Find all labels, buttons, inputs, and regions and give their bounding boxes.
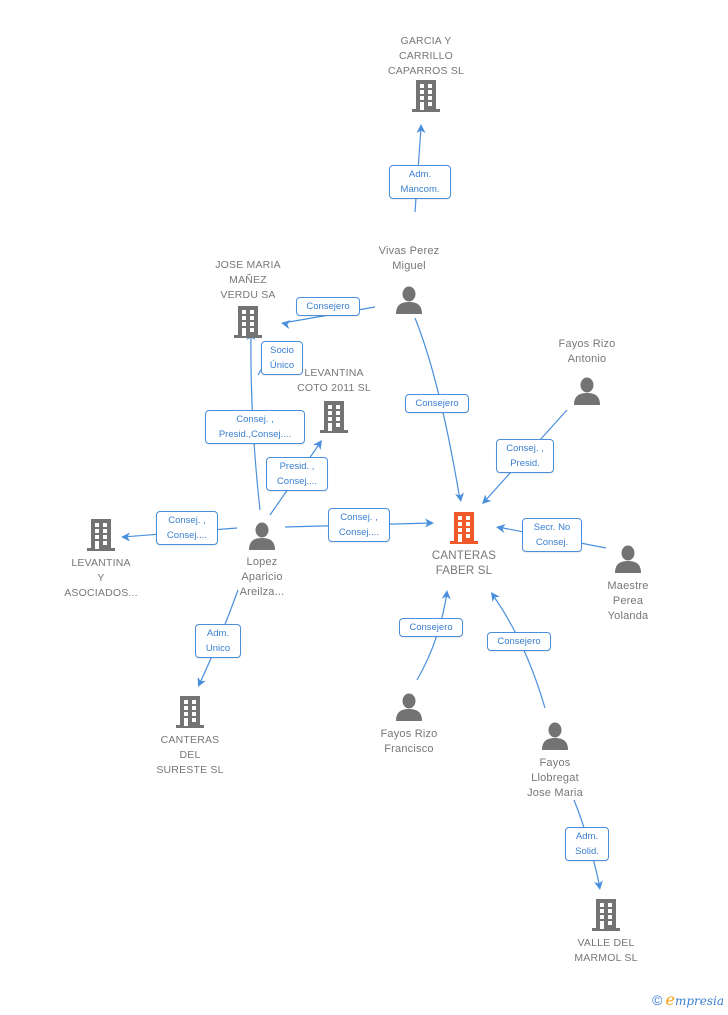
person-icon [364, 286, 454, 314]
edge-label-consejero-vivas-canteras[interactable]: Consejero [405, 394, 469, 413]
node-label: CANTERAS DEL SURESTE SL [156, 734, 224, 776]
person-icon [583, 545, 673, 573]
node-valle-del-marmol-sl[interactable]: VALLE DEL MARMOL SL [556, 898, 656, 966]
building-icon [376, 79, 476, 113]
edge-label-consejero-vivas-josemaria[interactable]: Consejero [296, 297, 360, 316]
node-maestre-perea-yolanda[interactable]: Maestre Perea Yolanda [583, 545, 673, 624]
person-icon [510, 722, 600, 750]
arrowhead-icon [496, 524, 506, 533]
node-fayos-rizo-francisco[interactable]: Fayos Rizo Francisco [364, 693, 454, 757]
node-canteras-del-sureste-sl[interactable]: CANTERAS DEL SURESTE SL [140, 695, 240, 778]
arrowhead-icon [121, 532, 130, 542]
node-label: CANTERAS FABER SL [431, 550, 497, 577]
node-fayos-rizo-antonio[interactable]: Fayos Rizo Antonio [542, 337, 632, 405]
copyright-icon: © [652, 992, 663, 1008]
node-canteras-faber-sl[interactable]: CANTERAS FABER SL [414, 511, 514, 579]
person-icon [364, 693, 454, 721]
node-label: Maestre Perea Yolanda [607, 580, 649, 622]
edge-label-presid-consej[interactable]: Presid. , Consej.... [266, 457, 328, 491]
edge-llobregat-canteras [491, 593, 546, 709]
arrowhead-icon [441, 590, 451, 600]
node-lopez-aparicio-areilza[interactable]: Lopez Aparicio Areilza... [217, 522, 307, 600]
node-label: LEVANTINA Y ASOCIADOS... [64, 557, 138, 599]
empresia-logo: ©empresia [652, 990, 724, 1009]
brand-rest: mpresia [674, 994, 724, 1008]
arrowhead-icon [313, 440, 322, 450]
node-jose-maria-manez-verdu-sa[interactable]: JOSE MARIA MAÑEZ VERDU SA [198, 258, 298, 339]
arrowhead-icon [491, 592, 500, 602]
node-label: Fayos Rizo Francisco [380, 728, 438, 755]
node-label: LEVANTINA COTO 2011 SL [297, 367, 371, 394]
node-label: Fayos Rizo Antonio [558, 338, 616, 365]
edge-label-consej-consej-levasoc[interactable]: Consej. , Consej.... [156, 511, 218, 545]
person-icon [542, 377, 632, 405]
arrowhead-icon [197, 676, 206, 687]
building-icon [284, 400, 384, 434]
brand-initial: e [665, 990, 675, 1009]
person-icon [217, 522, 307, 550]
arrowhead-icon [281, 320, 291, 329]
edge-francisco-canteras [416, 591, 448, 681]
node-label: Vivas Perez Miguel [378, 245, 440, 272]
arrowhead-icon [455, 492, 464, 502]
edge-label-adm-solid[interactable]: Adm. Solid. [565, 827, 609, 861]
node-levantina-coto-2011-sl[interactable]: LEVANTINA COTO 2011 SL [284, 366, 384, 434]
edge-label-consej-presid[interactable]: Consej. , Presid. [496, 439, 554, 473]
building-icon [140, 695, 240, 729]
node-label: VALLE DEL MARMOL SL [574, 937, 638, 964]
node-levantina-y-asociados[interactable]: LEVANTINA Y ASOCIADOS... [51, 518, 151, 601]
edge-label-secr-no-consej[interactable]: Secr. No Consej. [522, 518, 582, 552]
edge-label-socio-unico[interactable]: Socio Único [261, 341, 303, 375]
edge-label-consej-consej-canteras[interactable]: Consej. , Consej.... [328, 508, 390, 542]
node-garcia-y-carrillo-caparros-sl[interactable]: GARCIA Y CARRILLO CAPARROS SL [376, 34, 476, 113]
node-vivas-perez-miguel[interactable]: Vivas Perez Miguel [364, 244, 454, 314]
edge-label-consej-presid-consej[interactable]: Consej. , Presid.,Consej.... [205, 410, 305, 444]
arrowhead-icon [425, 518, 434, 528]
node-label: JOSE MARIA MAÑEZ VERDU SA [215, 259, 281, 301]
brand-name: empresia [665, 990, 724, 1009]
node-fayos-llobregat-jose-maria[interactable]: Fayos Llobregat Jose Maria [510, 722, 600, 801]
edge-label-adm-unico[interactable]: Adm. Unico [195, 624, 241, 658]
building-icon [556, 898, 656, 932]
building-icon [414, 511, 514, 545]
building-icon [51, 518, 151, 552]
node-label: GARCIA Y CARRILLO CAPARROS SL [387, 35, 465, 77]
arrowhead-icon [594, 880, 603, 890]
node-label: Fayos Llobregat Jose Maria [527, 757, 583, 799]
edge-label-consejero-francisco[interactable]: Consejero [399, 618, 463, 637]
edge-label-consejero-llobregat[interactable]: Consejero [487, 632, 551, 651]
building-icon [198, 305, 298, 339]
edge-label-adm-mancom[interactable]: Adm. Mancom. [389, 165, 451, 199]
arrowhead-icon [416, 124, 426, 133]
node-label: Lopez Aparicio Areilza... [239, 556, 285, 598]
